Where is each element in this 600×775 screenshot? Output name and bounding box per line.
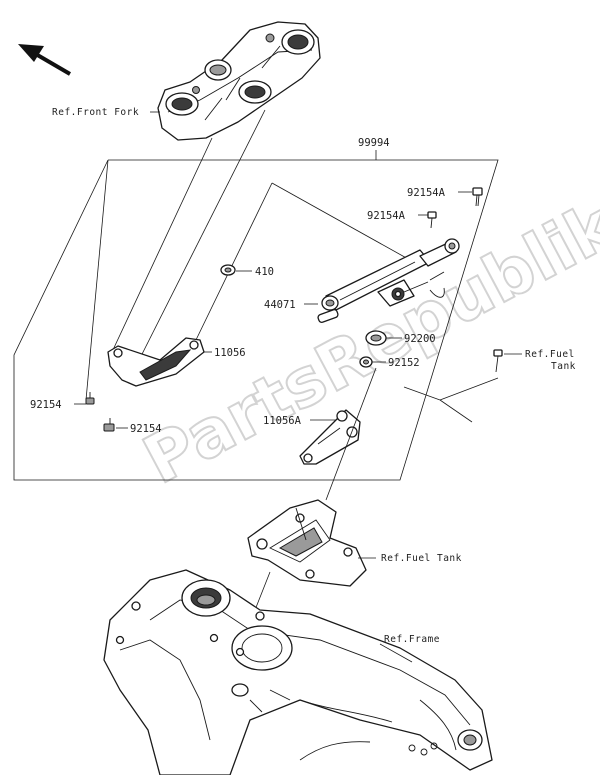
- leader-lines: [85, 109, 499, 423]
- bolt-92154a-upper: [472, 187, 483, 207]
- bracket-11056: [107, 337, 205, 387]
- fuel-tank-bracket: [247, 499, 367, 587]
- leader-ref-frame: [379, 643, 413, 663]
- label-92154-1: 92154: [30, 399, 62, 411]
- label-92152: 92152: [388, 357, 420, 369]
- watermark-text: PartsRepublik: [131, 186, 600, 499]
- bolt-fuel-tank: [493, 349, 503, 373]
- label-92200: 92200: [404, 333, 436, 345]
- leader-lower: [325, 367, 377, 501]
- washer-410: [220, 264, 236, 276]
- label-92154a-lower: 92154A: [367, 210, 406, 222]
- bracket-11056a: [299, 409, 361, 465]
- bolt-92154a-lower: [427, 211, 437, 229]
- bolt-92154-2: [103, 418, 115, 432]
- label-410: 410: [255, 266, 274, 278]
- label-11056: 11056: [214, 347, 246, 359]
- arrow-up-left-icon: [18, 44, 72, 76]
- ref-frame: Ref.Frame: [384, 634, 440, 645]
- ref-fuel-tank-upper-1: Ref.Fuel: [525, 349, 575, 360]
- label-44071: 44071: [264, 299, 296, 311]
- upper-triple-clamp: [157, 21, 321, 141]
- ref-fuel-tank-upper-2: Tank: [551, 361, 576, 372]
- ref-fuel-tank-lower: Ref.Fuel Tank: [381, 553, 462, 564]
- label-92154-2: 92154: [130, 423, 162, 435]
- collar-92152: [359, 356, 373, 368]
- label-99994: 99994: [358, 137, 390, 149]
- ref-front-fork: Ref.Front Fork: [52, 107, 139, 118]
- label-11056a: 11056A: [263, 415, 302, 427]
- steering-damper-44071: [317, 238, 460, 323]
- leader-frame: [254, 571, 271, 611]
- bolt-92154-1: [85, 392, 95, 405]
- label-92154a-upper: 92154A: [407, 187, 446, 199]
- main-frame: [103, 569, 493, 775]
- assembly-outline: [13, 150, 499, 481]
- bearing-92200: [365, 330, 387, 346]
